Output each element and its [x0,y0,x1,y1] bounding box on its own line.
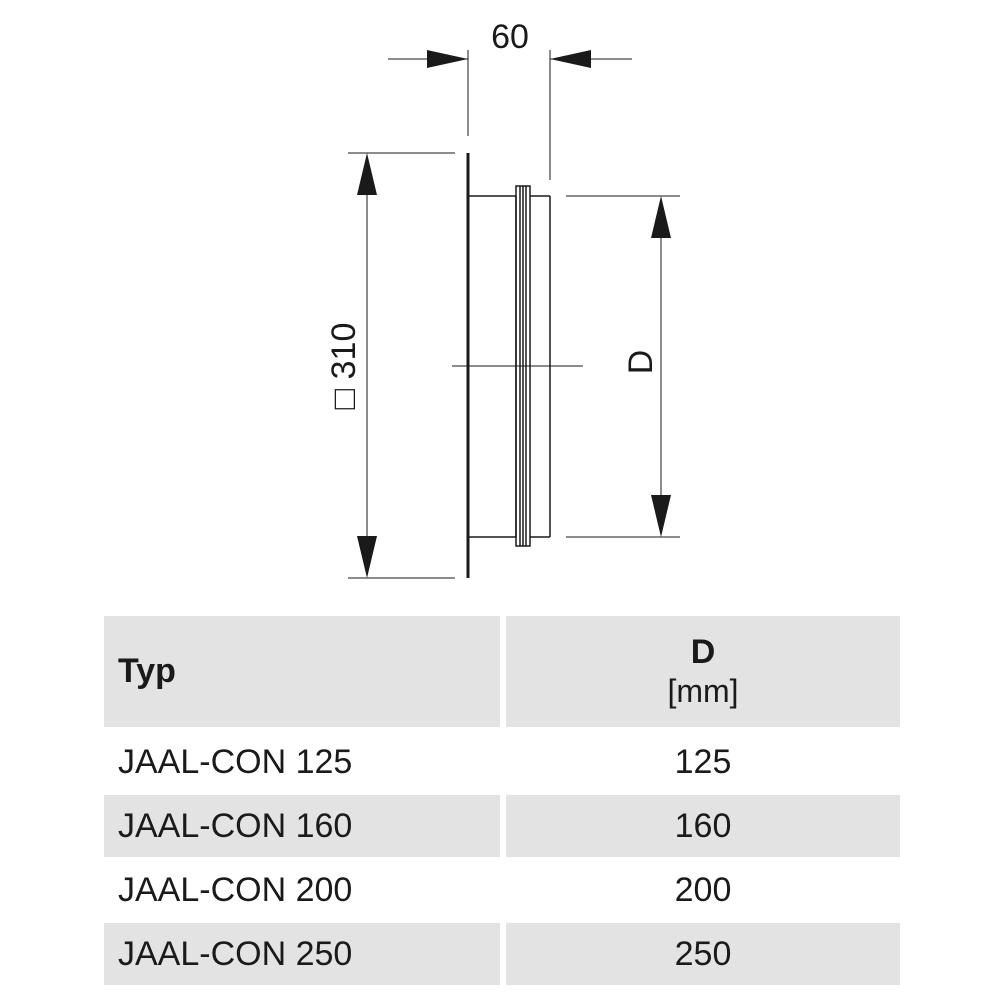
diameter-dimension-label: D [622,350,660,375]
header-d-unit: [mm] [667,672,739,709]
arrow-down-icon [357,536,377,578]
type-cell: JAAL-CON 125 [118,742,353,781]
arrow-up-icon [357,153,377,195]
table-header-row: Typ D [mm] [104,616,900,727]
arrow-left-icon [550,50,591,68]
table-row: JAAL-CON 250 250 [104,923,900,985]
table-row: JAAL-CON 160 160 [104,795,900,857]
table-row: JAAL-CON 125 125 [104,731,900,793]
table-row: JAAL-CON 200 200 [104,859,900,921]
technical-drawing: 60 □ 310 D [325,18,680,579]
dimension-lines [366,58,662,540]
header-typ: Typ [118,652,176,690]
diameter-cell: 200 [674,870,732,909]
diameter-cell: 250 [506,923,900,985]
type-cell: JAAL-CON 250 [104,923,500,985]
dimension-table: Typ D [mm] JAAL-CON 125 125 JAAL-CON 160… [104,616,900,987]
depth-dimension-label: 60 [491,18,529,56]
type-cell: JAAL-CON 160 [104,795,500,857]
header-typ-cell: Typ [104,616,500,727]
header-d-cell: D [mm] [506,616,900,727]
arrow-right-icon [427,50,468,68]
diameter-cell: 160 [506,795,900,857]
header-d: D [690,632,716,671]
arrow-up-icon [651,196,671,238]
type-cell: JAAL-CON 200 [118,870,353,909]
extension-lines [348,50,680,579]
plate-dimension-label: □ 310 [325,323,363,410]
diameter-cell: 125 [674,742,732,781]
arrow-down-icon [651,495,671,537]
